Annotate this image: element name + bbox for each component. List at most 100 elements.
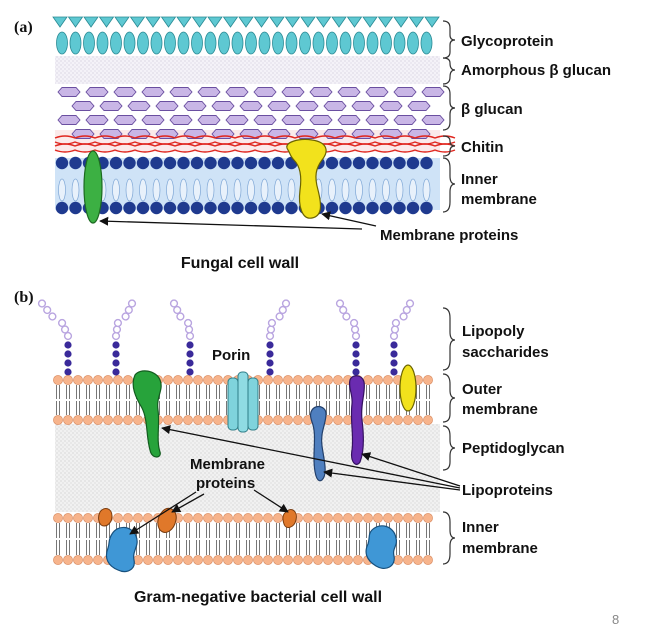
outer-lipid-head-bottom [103, 415, 113, 425]
outer-lipid-head-bottom [133, 415, 143, 425]
label-glycoprotein: Glycoprotein [461, 33, 554, 50]
inner-lipid-head-bottom [343, 555, 353, 565]
glycoprotein-body [83, 31, 95, 55]
glycoprotein-head [98, 16, 115, 28]
lps-core-bead [352, 368, 360, 376]
beta-glucan-unit [421, 87, 445, 97]
membrane-head-top [231, 156, 244, 170]
inner-lipid-head-bottom [243, 555, 253, 565]
beta-glucan-unit [183, 101, 207, 111]
chitin-fiber [54, 141, 456, 145]
glycoprotein-body [164, 31, 176, 55]
panel-a-braces [442, 20, 456, 213]
membrane-tail [341, 178, 350, 202]
panel-a-tag: (a) [14, 19, 33, 36]
outer-lipid-head-bottom [333, 415, 343, 425]
membrane-head-bottom [352, 201, 366, 215]
inner-lipid-head-bottom [83, 555, 93, 565]
glycoprotein-body [272, 31, 284, 55]
membrane-tail [328, 178, 336, 202]
inner-lipid-head-top [73, 513, 83, 523]
membrane-head-top [204, 156, 217, 170]
inner-lipid-head-top [233, 513, 243, 523]
beta-glucan-unit [253, 115, 277, 125]
inner-lipid-head-top [403, 513, 413, 523]
membrane-head-bottom [163, 201, 177, 215]
outer-lipid-head-bottom [423, 415, 433, 425]
membrane-tail [139, 178, 147, 202]
label-inner-membrane-b-1: Inner [462, 519, 499, 536]
lps-core-bead [390, 359, 398, 367]
outer-lipid-head-bottom [373, 415, 383, 425]
glycoprotein-body [96, 31, 109, 55]
inner-lipid-head-bottom [63, 555, 73, 565]
glycoprotein-head [176, 16, 192, 28]
lps-sugar-bead [48, 312, 57, 321]
outer-lipid-head-bottom [293, 415, 303, 425]
outer-lipid-head-top [183, 375, 193, 385]
beta-glucan-unit [323, 129, 347, 139]
lps-core-bead [390, 350, 398, 358]
membrane-head-top [366, 156, 379, 170]
yellow-membrane-protein [286, 138, 327, 219]
lps-sugar-bead [183, 318, 193, 328]
membrane-tail [274, 178, 282, 202]
outer-lipid-head-bottom [83, 415, 93, 425]
inner-lipid-head-bottom [413, 555, 423, 565]
glycoprotein-body [326, 31, 338, 55]
beta-glucan-unit [365, 87, 389, 97]
chitin-fiber [54, 149, 456, 153]
lps-core-bead [266, 350, 274, 358]
lps-sugar-bead [349, 318, 359, 328]
glycoprotein-head [315, 16, 332, 28]
membrane-head-top [393, 156, 406, 170]
outer-lipid-head-top [103, 375, 113, 385]
outer-lipid-head-top [323, 375, 333, 385]
membrane-tail [220, 178, 228, 202]
beta-glucan-unit [337, 87, 361, 97]
inner-lipid-head-top [363, 513, 373, 523]
lps-sugar-bead [127, 299, 137, 308]
lps-core-bead [266, 359, 274, 367]
glycoprotein-head [331, 16, 347, 28]
membrane-head-top [271, 156, 285, 170]
inner-lipid-head-bottom [353, 555, 363, 565]
outer-lipid-head-bottom [393, 415, 403, 425]
lps-core-bead [352, 341, 360, 349]
outer-lipid-head-top [293, 375, 303, 385]
lipopolysaccharide-layer [37, 299, 415, 376]
lps-core-bead [352, 350, 360, 358]
label-inner-membrane-a-1: Inner [461, 171, 498, 188]
membrane-head-top [69, 156, 82, 170]
glycoprotein-head [424, 16, 440, 28]
outer-lipid-head-top [193, 375, 203, 385]
fungal-inner-membrane [55, 156, 433, 215]
inner-lipid-head-top [413, 513, 423, 523]
membrane-tail [152, 178, 161, 202]
amorphous-glucan-layer [55, 56, 440, 84]
inner-lipid-head-top [393, 513, 403, 523]
membrane-tail [233, 178, 242, 202]
membrane-head-bottom [69, 201, 82, 215]
inner-lipid-head-top [243, 513, 253, 523]
glycoprotein-head [114, 16, 130, 28]
lps-core-bead [112, 341, 120, 349]
label-peptidoglycan: Peptidoglycan [462, 440, 565, 457]
arrow-lipo-purple [361, 452, 461, 487]
beta-glucan-unit [113, 115, 137, 125]
beta-glucan-unit [393, 115, 417, 125]
beta-glucan-unit [393, 87, 417, 97]
membrane-head-top [217, 156, 231, 170]
lps-sugar-bead [391, 318, 401, 328]
beta-glucan-unit [267, 101, 291, 111]
inner-lipid-head-top [223, 513, 233, 523]
glycoprotein-body [312, 31, 325, 55]
lps-core-bead [186, 341, 194, 349]
membrane-tail [206, 178, 215, 202]
outer-lipid-head-bottom [213, 415, 223, 425]
beta-glucan-unit [85, 87, 109, 97]
inner-lipid-head-bottom [93, 555, 103, 565]
label-lps-1: Lipopoly [462, 323, 525, 340]
membrane-head-top [339, 156, 352, 170]
membrane-head-bottom [325, 201, 339, 215]
